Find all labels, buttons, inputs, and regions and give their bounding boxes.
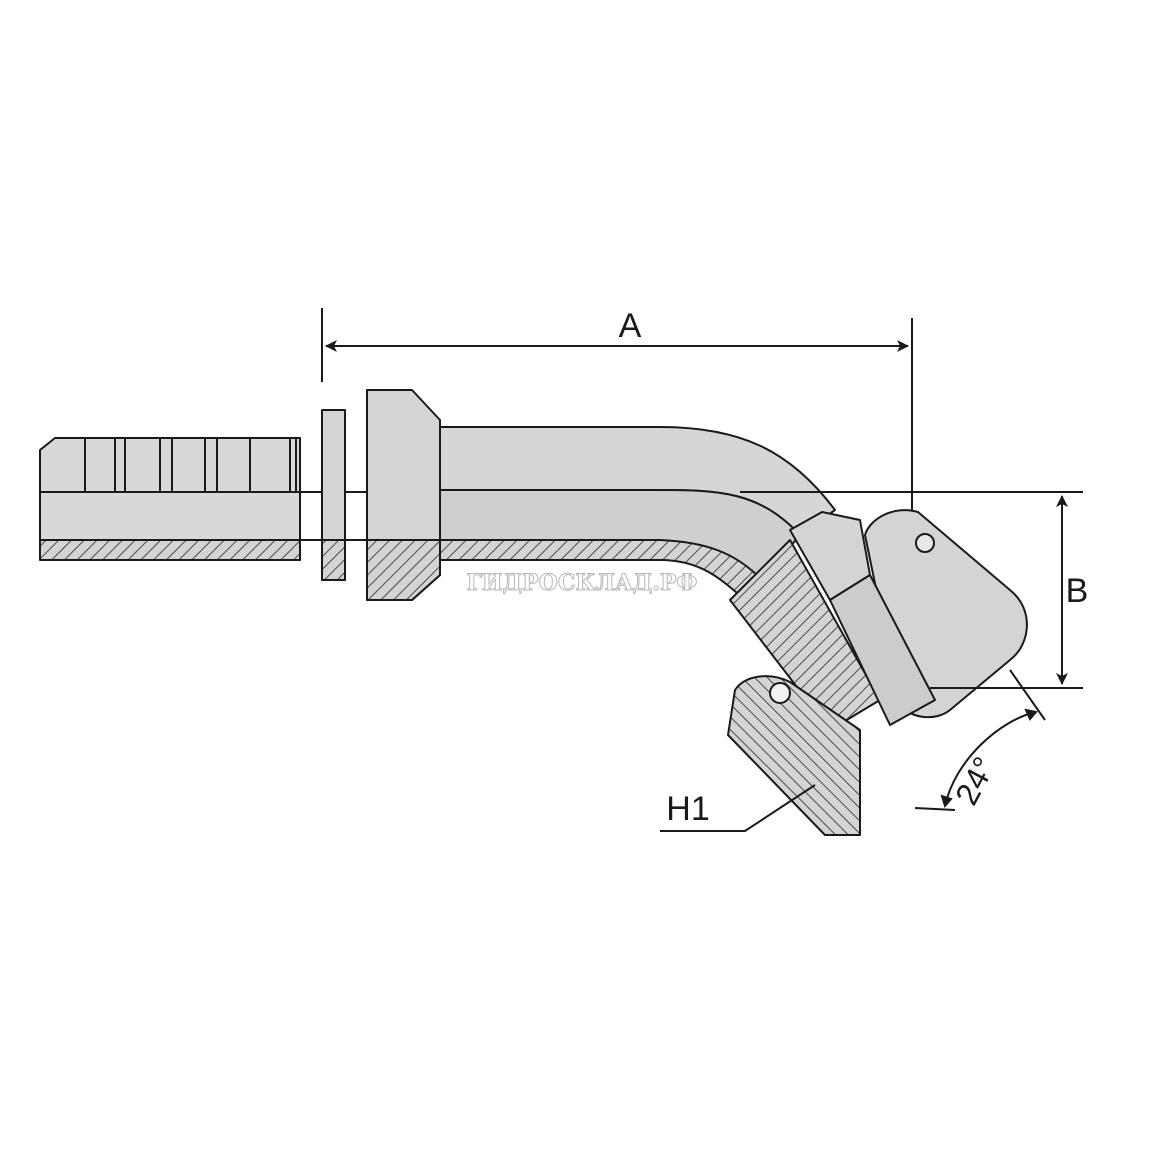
watermark-text: ГИДРОСКЛАД.РФ	[467, 570, 698, 596]
dimension-b	[740, 491, 1083, 689]
swivel-nut-lower	[727, 675, 861, 836]
fitting-body	[39, 389, 1028, 836]
seal-hole-upper	[915, 533, 935, 553]
nipple-neck	[789, 511, 871, 601]
dimension-angle	[914, 669, 1046, 811]
dimension-a	[321, 308, 913, 510]
label-h1: H1	[666, 790, 709, 828]
label-dim-a: A	[619, 307, 642, 345]
label-dim-b: B	[1066, 572, 1089, 610]
hose-barbs	[84, 438, 297, 492]
hose-insert-hatch	[39, 539, 301, 561]
label-angle: 24°	[948, 751, 1003, 811]
seal-hole-lower	[769, 682, 791, 704]
leader-h1	[660, 784, 816, 832]
